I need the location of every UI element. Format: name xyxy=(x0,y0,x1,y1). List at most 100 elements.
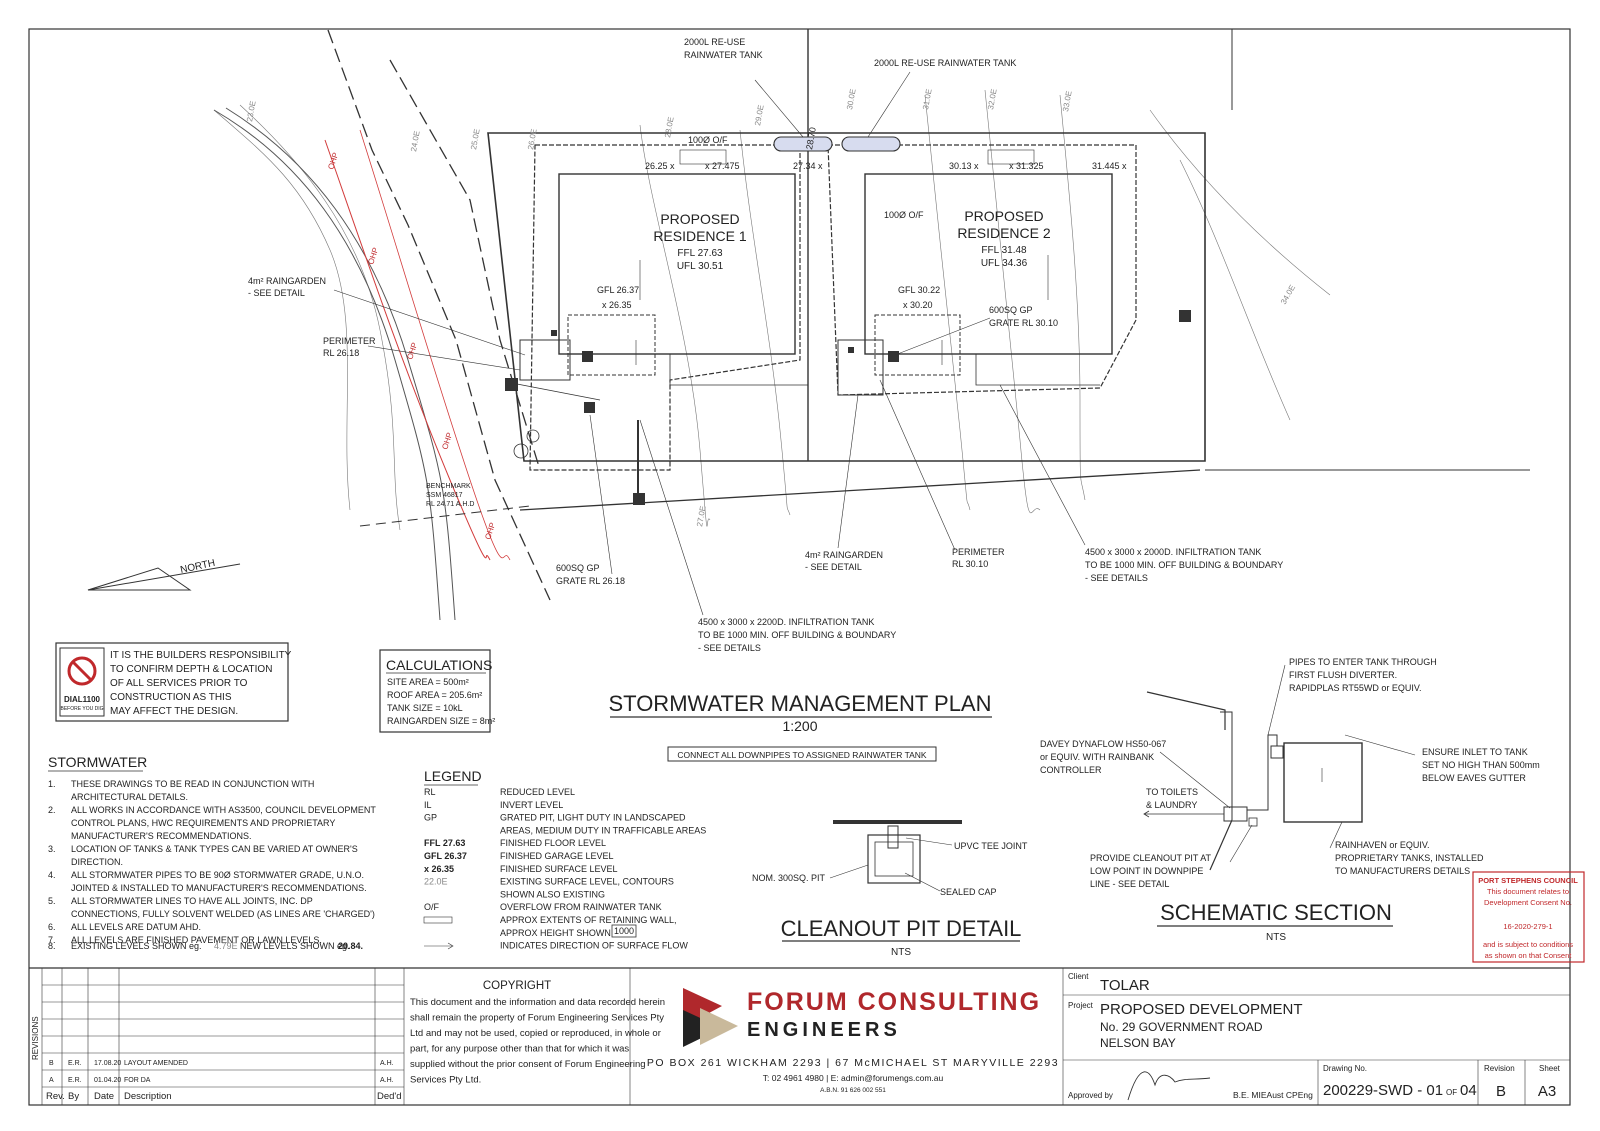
copyright-line: supplied without the prior consent of Fo… xyxy=(410,1059,646,1070)
calc-line: SITE AREA = 500m² xyxy=(387,677,469,687)
contour-label: 27.0E xyxy=(695,505,707,527)
legend-description: GRATED PIT, LIGHT DUTY IN LANDSCAPED xyxy=(500,813,686,823)
residence-1-title: PROPOSED xyxy=(660,211,739,227)
contour-label: 33.0E xyxy=(1061,90,1073,112)
note-text: JOINTED & INSTALLED TO MANUFACTURER'S RE… xyxy=(71,883,367,893)
project-suburb: NELSON BAY xyxy=(1100,1036,1176,1050)
raingarden-1-note: - SEE DETAIL xyxy=(248,288,305,298)
revision-cell: A xyxy=(49,1077,54,1084)
contour-label: 28.0E xyxy=(663,116,675,138)
infiltration-2-note: - SEE DETAILS xyxy=(1085,573,1148,583)
schematic-tank xyxy=(1283,742,1363,823)
drawing-title: STORMWATER MANAGEMENT PLAN xyxy=(608,691,991,716)
note-text: ARCHITECTURAL DETAILS. xyxy=(71,792,188,802)
legend-key: GP xyxy=(424,813,437,823)
tank1-label-2: RAINWATER TANK xyxy=(684,50,763,60)
pipes-label: PIPES TO ENTER TANK THROUGH xyxy=(1289,657,1437,667)
ohp-label-3: OHP xyxy=(405,341,419,360)
note-text: EXISTING LEVELS SHOWN eg. xyxy=(71,941,202,951)
note-text: DIRECTION. xyxy=(71,857,123,867)
infiltration-2-size: 4500 x 3000 x 2000D. INFILTRATION TANK xyxy=(1085,547,1261,557)
company-name: FORUM CONSULTING xyxy=(747,988,1041,1016)
residence-2-title: PROPOSED xyxy=(964,208,1043,224)
infiltration-1-size: 4500 x 3000 x 2200D. INFILTRATION TANK xyxy=(698,617,874,627)
perimeter-1-rl: RL 26.18 xyxy=(323,348,359,358)
ohp-label-1: OHP xyxy=(326,151,340,170)
sheet-value: A3 xyxy=(1538,1083,1556,1100)
note-number: 4. xyxy=(48,870,56,880)
note-number: 1. xyxy=(48,779,56,789)
stamp-line: and is subject to conditions xyxy=(1483,940,1573,949)
copyright-title: COPYRIGHT xyxy=(483,980,551,992)
height-box xyxy=(611,924,637,938)
legend-description: REDUCED LEVEL xyxy=(500,787,575,797)
residence-2-ufl: UFL 34.36 xyxy=(981,258,1028,269)
legend-description: FINISHED SURFACE LEVEL xyxy=(500,864,618,874)
company-address: PO BOX 261 WICKHAM 2293 | 67 McMICHAEL S… xyxy=(647,1057,1059,1069)
legend-description: OVERFLOW FROM RAINWATER TANK xyxy=(500,902,662,912)
pipes-label-2: FIRST FLUSH DIVERTER. xyxy=(1289,670,1397,680)
note-existing-eg: 4.79E xyxy=(214,941,238,951)
legend-key: O/F xyxy=(424,902,440,912)
pit-size-label: NOM. 300SQ. PIT xyxy=(752,873,826,883)
residence-2-ffl: FFL 31.48 xyxy=(981,245,1027,256)
tank2-label: 2000L RE-USE RAINWATER TANK xyxy=(874,58,1016,68)
overflow-2-label: 100Ø O/F xyxy=(884,210,924,220)
note-text: ALL STORMWATER LINES TO HAVE ALL JOINTS,… xyxy=(71,896,313,906)
benchmark-rl: RL 24.71 A.H.D xyxy=(426,501,474,508)
revision-cell: A.H. xyxy=(380,1060,394,1067)
legend-key: GFL 26.37 xyxy=(424,851,467,861)
legend-description: FINISHED GARAGE LEVEL xyxy=(500,851,614,861)
contour-label: 30.0E xyxy=(845,88,857,110)
copyright-line: Ltd and may not be used, copied or repro… xyxy=(410,1028,661,1039)
revision-cell: E.R. xyxy=(68,1060,82,1067)
gfl-1: GFL 26.37 xyxy=(597,285,639,295)
drawing-no-label: Drawing No. xyxy=(1323,1064,1367,1073)
residence-2-footprint xyxy=(864,173,1113,355)
contour-label: 34.0E xyxy=(1279,283,1297,306)
pump-box xyxy=(1223,806,1248,822)
rev-header: By xyxy=(68,1091,79,1102)
note-new-eg: 20.84. xyxy=(338,941,363,951)
inlet-label: ENSURE INLET TO TANK xyxy=(1422,747,1528,757)
tank-label-2: PROPRIETARY TANKS, INSTALLED xyxy=(1335,853,1484,863)
legend-key: FFL 27.63 xyxy=(424,838,465,848)
dial-line: OF ALL SERVICES PRIOR TO xyxy=(110,678,248,689)
drawing-scale: 1:200 xyxy=(782,718,817,734)
residence-1-ffl: FFL 27.63 xyxy=(677,248,723,259)
level-f: 31.445 x xyxy=(1092,161,1127,171)
contour-label: 32.0E xyxy=(986,88,998,110)
revisions-label: REVISIONS xyxy=(31,1016,40,1060)
project-address: No. 29 GOVERNMENT ROAD xyxy=(1100,1020,1263,1034)
legend-heading: LEGEND xyxy=(424,768,482,784)
cleanout-scale: NTS xyxy=(891,947,911,958)
note-number: 2. xyxy=(48,805,56,815)
project-title: PROPOSED DEVELOPMENT xyxy=(1100,1001,1303,1018)
stamp-line: PORT STEPHENS COUNCIL xyxy=(1478,876,1578,885)
drawing-total: 04 xyxy=(1460,1082,1477,1099)
legend-key: x 26.35 xyxy=(424,864,454,874)
pump-label: DAVEY DYNAFLOW HS50-067 xyxy=(1040,739,1166,749)
legend-description: APPROX EXTENTS OF RETAINING WALL, xyxy=(500,915,677,925)
engineer-qualification: B.E. MIEAust CPEng xyxy=(1233,1090,1313,1100)
inlet-label-3: BELOW EAVES GUTTER xyxy=(1422,773,1526,783)
toilets-label: TO TOILETS xyxy=(1146,787,1198,797)
contour-label: 25.0E xyxy=(469,128,481,150)
benchmark-label: BENCHMARK xyxy=(426,483,471,490)
contour-label: 31.0E xyxy=(921,88,933,110)
company-name-2: ENGINEERS xyxy=(747,1019,901,1041)
infiltration-1-note: - SEE DETAILS xyxy=(698,643,761,653)
approved-label: Approved by xyxy=(1068,1091,1113,1100)
drawing-of: OF xyxy=(1446,1088,1457,1097)
sheet-border xyxy=(28,28,1571,1106)
copyright-line: part, for any purpose other than that fo… xyxy=(410,1044,629,1055)
revision-value: B xyxy=(1496,1083,1506,1100)
copyright-line: Services Pty Ltd. xyxy=(410,1075,481,1086)
company-abn: A.B.N. 91 626 002 551 xyxy=(820,1087,886,1094)
calc-line: TANK SIZE = 10kL xyxy=(387,703,463,713)
note-text: MANUFACTURER'S RECOMMENDATIONS. xyxy=(71,831,252,841)
dial-logo-sub: BEFORE YOU DIG xyxy=(61,706,104,712)
level-c: 27.34 x xyxy=(793,161,823,171)
gp-1-rl: GRATE RL 26.18 xyxy=(556,576,625,586)
level-a: 26.25 x xyxy=(645,161,675,171)
